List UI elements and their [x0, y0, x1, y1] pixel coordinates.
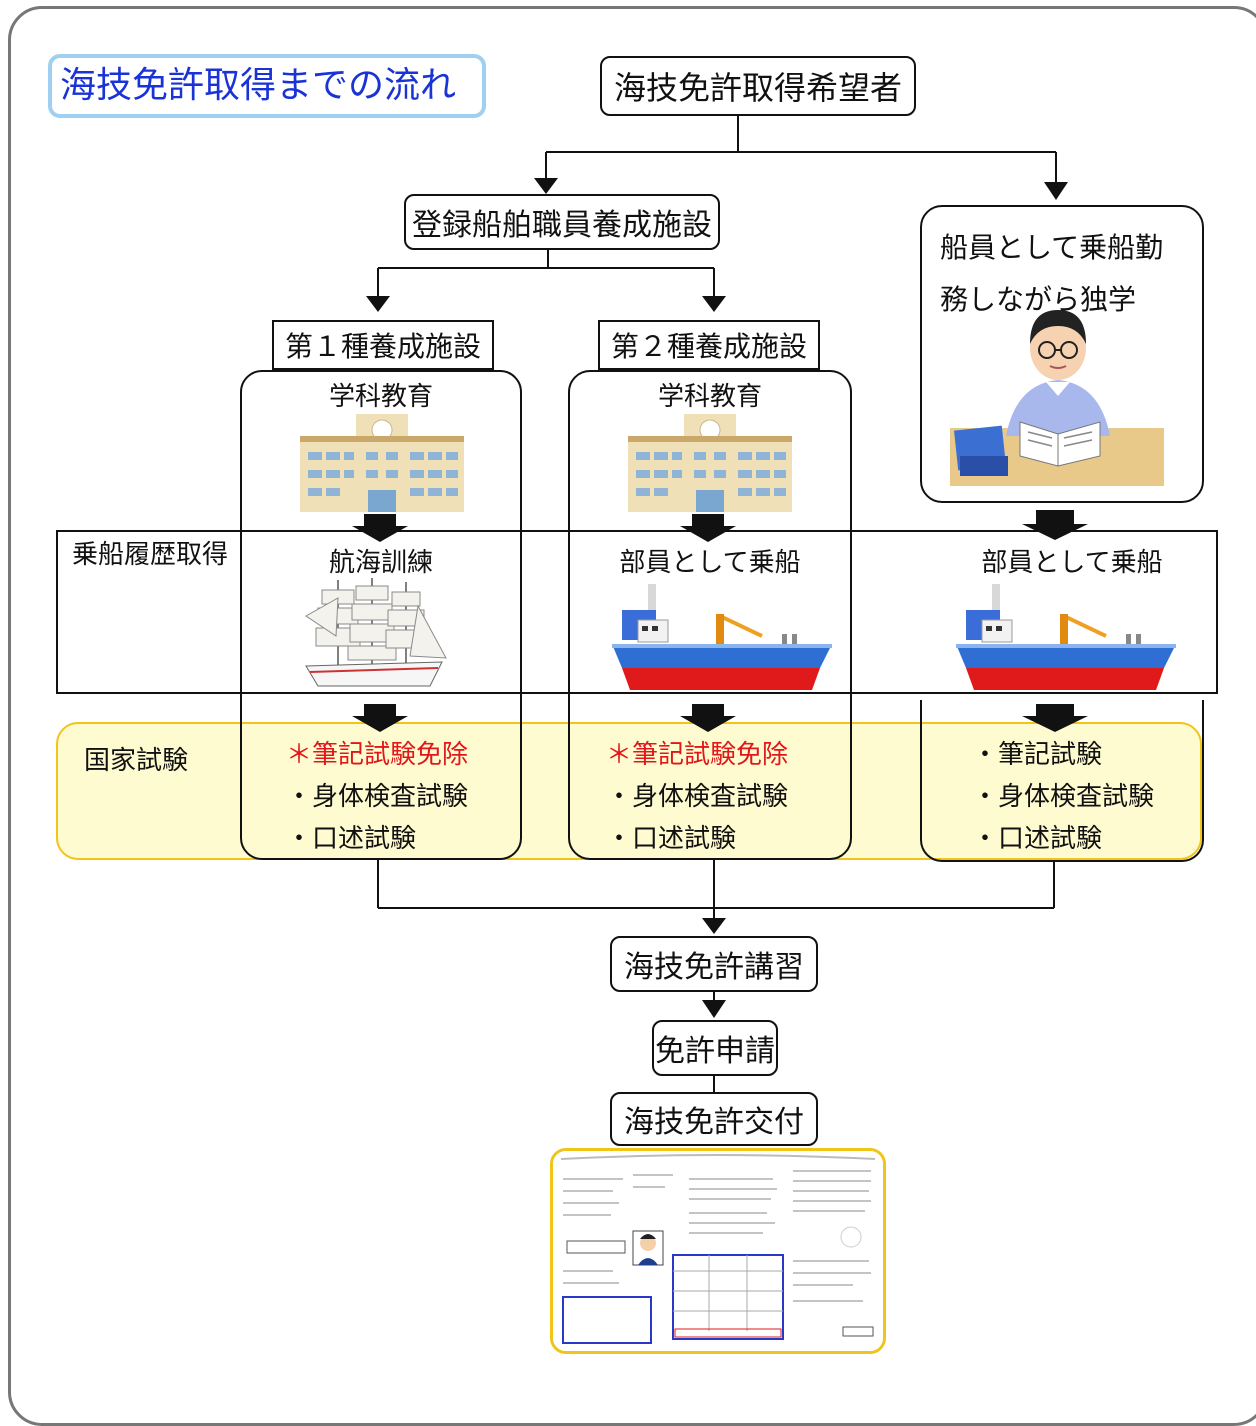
license-certificate-icon — [550, 1148, 886, 1354]
page-title: 海技免許取得までの流れ — [48, 54, 486, 118]
applicant-box: 海技免許取得希望者 — [600, 56, 916, 116]
national-exam-band — [56, 722, 1202, 860]
type2-column — [568, 370, 852, 860]
type2-box: 第２種養成施設 — [598, 320, 820, 370]
type2-written-exempt: ＊筆記試験免除 — [606, 740, 789, 770]
type2-course-ed: 学科教育 — [657, 382, 762, 412]
onboard-label: 乗船履歴取得 — [72, 540, 229, 570]
nav-training-label: 航海訓練 — [328, 548, 433, 578]
self-study-written: ・筆記試験 — [972, 740, 1103, 770]
type2-crew-board-label: 部員として乗船 — [619, 548, 801, 578]
type1-course-ed: 学科教育 — [328, 382, 433, 412]
student-studying-icon — [950, 310, 1164, 486]
school-building-icon — [628, 414, 792, 512]
issue-box: 海技免許交付 — [610, 1092, 818, 1146]
type2-oral: ・口述試験 — [606, 824, 737, 854]
self-study-exam-column — [920, 700, 1204, 862]
school-building-icon — [300, 414, 464, 512]
type1-column — [240, 370, 522, 860]
type1-box: 第１種養成施設 — [272, 320, 494, 370]
cargo-ship-icon — [956, 584, 1176, 690]
cargo-ship-icon — [612, 584, 832, 690]
facility-box: 登録船舶職員養成施設 — [404, 194, 720, 250]
national-exam-label: 国家試験 — [84, 746, 189, 776]
course-box: 海技免許講習 — [610, 936, 818, 992]
onboard-band — [56, 530, 1218, 694]
type1-written-exempt: ＊筆記試験免除 — [286, 740, 469, 770]
self-study-label: 船員として乗船勤務しながら独学 — [940, 231, 1164, 316]
apply-box: 免許申請 — [652, 1020, 778, 1076]
type1-physical: ・身体検査試験 — [286, 782, 469, 812]
sailing-ship-icon — [305, 578, 447, 687]
self-study-oral: ・口述試験 — [972, 824, 1103, 854]
self-study-crew-board-label: 部員として乗船 — [981, 548, 1163, 578]
type2-physical: ・身体検査試験 — [606, 782, 789, 812]
type1-oral: ・口述試験 — [286, 824, 417, 854]
self-study-physical: ・身体検査試験 — [972, 782, 1155, 812]
